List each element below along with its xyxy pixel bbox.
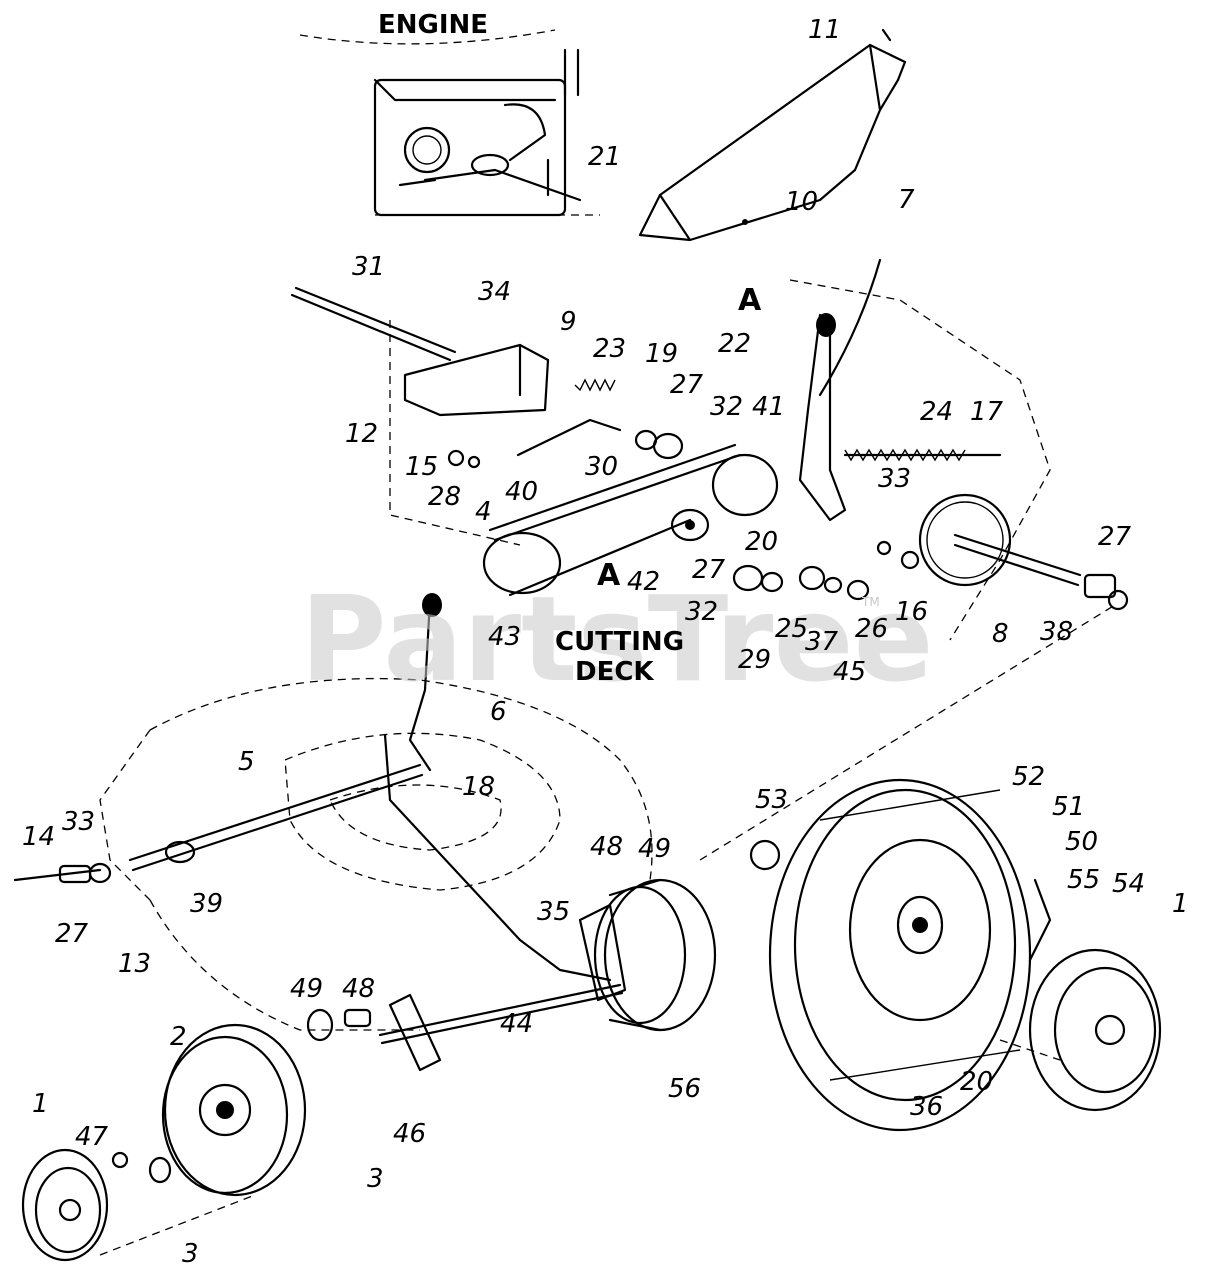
part-number: 27 (670, 370, 704, 400)
part-number: 11 (808, 15, 841, 45)
cutting-deck (13, 593, 653, 1072)
part-number: 30 (585, 452, 618, 482)
part-number: 42 (627, 567, 660, 597)
part-number: 49 (638, 834, 671, 864)
part-number: 31 (352, 252, 385, 282)
part-number: 32 (685, 597, 718, 627)
part-number: 14 (22, 822, 55, 852)
part-number: 52 (1012, 762, 1045, 792)
part-number: 24 (920, 397, 953, 427)
part-number: 1 (1172, 889, 1189, 919)
part-number: 2 (170, 1022, 187, 1052)
part-number: 56 (668, 1074, 701, 1104)
part-number: 17 (970, 397, 1004, 427)
part-number: 48 (590, 832, 623, 862)
part-number: 41 (752, 392, 785, 422)
part-number: 10 (785, 187, 818, 217)
part-number: 35 (537, 897, 570, 927)
part-number: 51 (1052, 792, 1085, 822)
part-number: 26 (855, 614, 888, 644)
part-number: 20 (960, 1067, 993, 1097)
front-wheel-left (21, 1008, 372, 1262)
part-number: 16 (895, 597, 928, 627)
part-number: 47 (75, 1122, 109, 1152)
part-number: 4 (475, 497, 492, 527)
part-number: 33 (878, 464, 911, 494)
engine-label: ENGINE (378, 10, 488, 40)
part-number: 9 (560, 307, 577, 337)
deck-cover (638, 28, 907, 242)
callout-a-top: A (738, 283, 762, 318)
cutting-deck-label-2: DECK (575, 657, 654, 687)
part-number: 15 (405, 452, 438, 482)
part-number: 6 (490, 697, 507, 727)
rear-wheel (749, 778, 1162, 1132)
part-number: 44 (500, 1009, 533, 1039)
watermark-tm: TM (861, 595, 880, 609)
part-number: 13 (118, 949, 151, 979)
part-number: 19 (645, 339, 678, 369)
part-number: 18 (462, 772, 495, 802)
drive-assembly (290, 258, 1129, 641)
part-number: 20 (745, 527, 778, 557)
part-number: 12 (345, 419, 378, 449)
part-number: 29 (738, 645, 771, 675)
part-number: 27 (55, 919, 89, 949)
part-number: 48 (342, 974, 375, 1004)
watermark-text: PartsTree (300, 570, 934, 708)
cutting-deck-label-1: CUTTING (555, 627, 684, 657)
part-number: 3 (182, 1239, 199, 1269)
callout-a-bottom: A (597, 558, 621, 593)
part-number: 49 (290, 974, 323, 1004)
part-number: 21 (588, 142, 621, 172)
part-number: 37 (805, 627, 839, 657)
part-number: 45 (833, 657, 866, 687)
part-number: 36 (910, 1092, 943, 1122)
part-number: 55 (1067, 865, 1100, 895)
engine-assembly (299, 29, 600, 217)
part-number: 40 (505, 477, 538, 507)
part-number: 28 (428, 482, 461, 512)
part-number: 39 (190, 889, 223, 919)
front-wheel-right (593, 878, 717, 1032)
part-number: 3 (367, 1164, 384, 1194)
part-number: 43 (488, 622, 521, 652)
part-number: 25 (775, 614, 808, 644)
part-number: 5 (238, 747, 255, 777)
part-number: 8 (992, 619, 1009, 649)
part-number: 23 (593, 334, 626, 364)
part-number: 1 (32, 1089, 49, 1119)
part-number: 33 (62, 807, 95, 837)
part-number: 32 (710, 392, 743, 422)
part-number: 50 (1065, 827, 1098, 857)
part-number: 7 (898, 185, 915, 215)
part-number: 46 (393, 1119, 426, 1149)
part-number: 54 (1112, 869, 1145, 899)
part-number: 27 (1098, 522, 1132, 552)
part-number-labels: 11 21 7 10 31 34 9 23 19 27 32 41 22 24 … (22, 15, 1189, 1269)
part-number: 27 (692, 555, 726, 585)
part-number: 38 (1040, 617, 1073, 647)
part-number: 34 (478, 277, 511, 307)
part-number: 53 (755, 785, 788, 815)
part-number: 22 (718, 329, 751, 359)
